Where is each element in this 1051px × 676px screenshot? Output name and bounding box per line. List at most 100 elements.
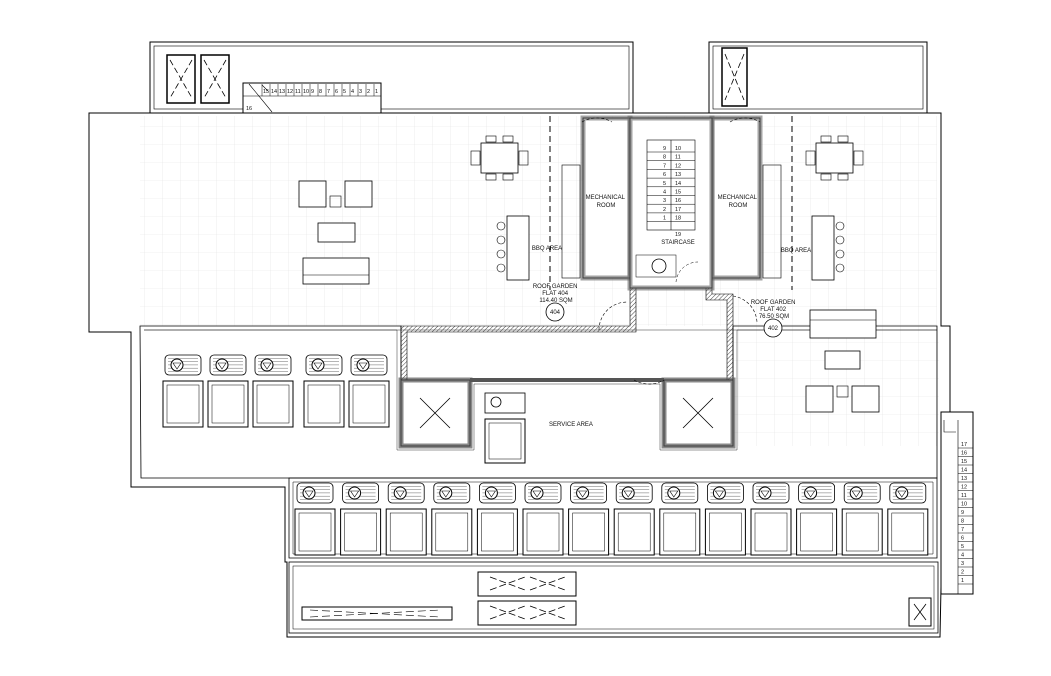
stair-number: 18: [675, 216, 681, 222]
stair-number: 6: [663, 172, 666, 178]
ac-units-upper-row: [162, 354, 390, 428]
stair-number: 11: [961, 493, 967, 499]
ac-unit: [613, 482, 655, 556]
mech-room-right-label: MECHANICAL ROOM: [718, 195, 759, 209]
room-tag-402: 402: [768, 326, 779, 332]
stair-number: 11: [295, 89, 301, 95]
bbq-counter-right: [762, 164, 845, 281]
ac-unit: [796, 482, 838, 556]
bbq-area-left-label: BBQ AREA: [532, 246, 562, 252]
stair-number: 8: [319, 89, 322, 95]
stair-number: 6: [335, 89, 338, 95]
stair-number: 13: [279, 89, 285, 95]
bbq-counter-left: [496, 164, 581, 281]
stair-number: 15: [263, 89, 269, 95]
stair-number: 10: [961, 502, 967, 508]
ac-unit: [522, 482, 564, 556]
ac-unit: [568, 482, 610, 556]
ac-unit: [750, 482, 792, 556]
stair-number: 1: [663, 216, 666, 222]
stair-number: 10: [675, 146, 681, 152]
stair-number: 5: [961, 544, 964, 550]
stair-number: 3: [359, 89, 362, 95]
ac-unit: [303, 354, 345, 428]
ac-unit: [476, 482, 518, 556]
ac-unit: [162, 354, 204, 428]
stair-number: 2: [961, 570, 964, 576]
bbq-area-right-label: BBQ AREA: [781, 248, 811, 254]
stair-number: 19: [675, 232, 681, 238]
stair-number: 12: [287, 89, 293, 95]
mech-room-left-label: MECHANICAL ROOM: [586, 195, 627, 209]
stair-number: 13: [961, 476, 967, 482]
service-area-label: SERVICE AREA: [549, 422, 593, 428]
stair-number: 14: [271, 89, 277, 95]
stair-number: 13: [675, 172, 681, 178]
stair-number: 7: [961, 527, 964, 533]
stair-number: 7: [327, 89, 330, 95]
stair-number: 3: [663, 198, 666, 204]
stair-landing-number: 16: [246, 106, 252, 112]
bottom-vents: [301, 571, 932, 627]
dining-table-left: [470, 135, 529, 181]
ac-unit: [431, 482, 473, 556]
skylight-2: [200, 54, 230, 104]
ac-unit: [252, 354, 294, 428]
stair-number: 5: [663, 181, 666, 187]
ac-unit: [348, 354, 390, 428]
stair-number: 11: [675, 155, 681, 161]
ac-unit: [841, 482, 883, 556]
ac-unit: [704, 482, 746, 556]
stair-number: 16: [675, 198, 681, 204]
stair-number: 8: [961, 519, 964, 525]
stair-number: 1: [961, 578, 964, 584]
stair-number: 4: [961, 553, 964, 559]
stair-number: 1: [375, 89, 378, 95]
service-core-walls: [398, 281, 736, 449]
stair-number: 12: [675, 163, 681, 169]
stair-number: 2: [367, 89, 370, 95]
stair-number: 4: [351, 89, 354, 95]
room-tag-404-marker: [545, 301, 628, 331]
stair-number: 9: [961, 510, 964, 516]
mechanical-room-right: [709, 115, 793, 290]
room-tag-404: 404: [550, 310, 561, 316]
stair-number: 7: [663, 163, 666, 169]
stair-number: 5: [343, 89, 346, 95]
stair-number: 10: [303, 89, 309, 95]
ac-units-lower-row: [294, 482, 929, 556]
ac-unit: [207, 354, 249, 428]
ac-unit: [294, 482, 336, 556]
stair-number: 17: [961, 442, 967, 448]
mechanical-room-left: [549, 115, 633, 290]
stair-number: 14: [961, 468, 967, 474]
stair-number: 2: [663, 207, 666, 213]
stair-number: 6: [961, 536, 964, 542]
stair-number: 9: [311, 89, 314, 95]
lounge-set-right: [805, 309, 880, 413]
stair-number: 14: [675, 181, 681, 187]
stair-number: 4: [663, 190, 666, 196]
staircase-label: STAIRCASE: [661, 240, 695, 246]
stair-number: 8: [663, 155, 666, 161]
stair-number: 3: [961, 561, 964, 567]
skylight-3: [721, 47, 748, 107]
room-tag-402-marker: [732, 295, 783, 338]
labels: MECHANICAL ROOM MECHANICAL ROOM STAIRCAS…: [532, 195, 811, 428]
service-unit: [484, 392, 526, 464]
stair-number: 15: [961, 459, 967, 465]
stair-number: 9: [663, 146, 666, 152]
ac-unit: [659, 482, 701, 556]
stair-number: 15: [675, 190, 681, 196]
top-left-bulkhead: [149, 41, 634, 114]
ac-unit: [340, 482, 382, 556]
ac-unit: [385, 482, 427, 556]
lounge-set-left: [298, 180, 373, 285]
stair-number: 17: [675, 207, 681, 213]
dining-table-right: [805, 135, 864, 181]
roof-garden-402-label: ROOF GARDEN FLAT 402 76.50 SQM: [751, 300, 797, 320]
